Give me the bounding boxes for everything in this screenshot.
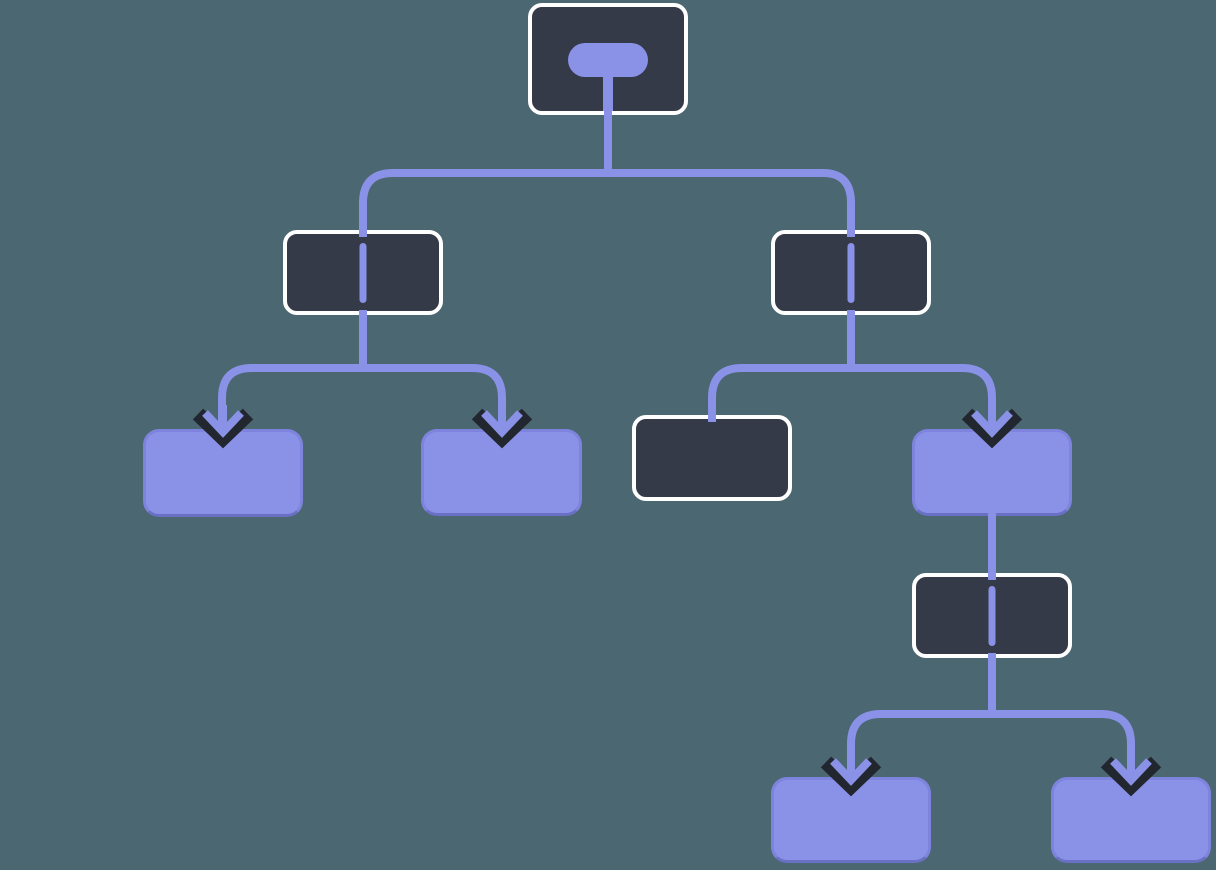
tree-node-branch-left — [283, 230, 443, 315]
tree-node-leaf-2 — [421, 429, 582, 516]
vertical-line-icon — [359, 242, 367, 303]
tree-node-leaf-1 — [143, 429, 303, 517]
edge-top-rail — [359, 169, 855, 237]
edge-left-rail — [218, 364, 506, 424]
tree-node-branch-lower — [912, 573, 1072, 658]
root-node-icon — [532, 7, 684, 111]
root-stem-shape — [603, 72, 613, 111]
root-pill-shape — [568, 43, 648, 77]
tree-node-plain-dark — [632, 415, 792, 501]
vertical-line-icon — [847, 242, 855, 303]
tree-node-root — [528, 3, 688, 115]
tree-node-branch-right — [771, 230, 931, 315]
tree-node-leaf-4 — [771, 777, 931, 863]
vertical-line-icon — [988, 585, 996, 646]
edge-bottom-rail — [847, 710, 1135, 770]
tree-node-leaf-5 — [1051, 777, 1211, 863]
tree-node-leaf-3 — [912, 429, 1072, 516]
